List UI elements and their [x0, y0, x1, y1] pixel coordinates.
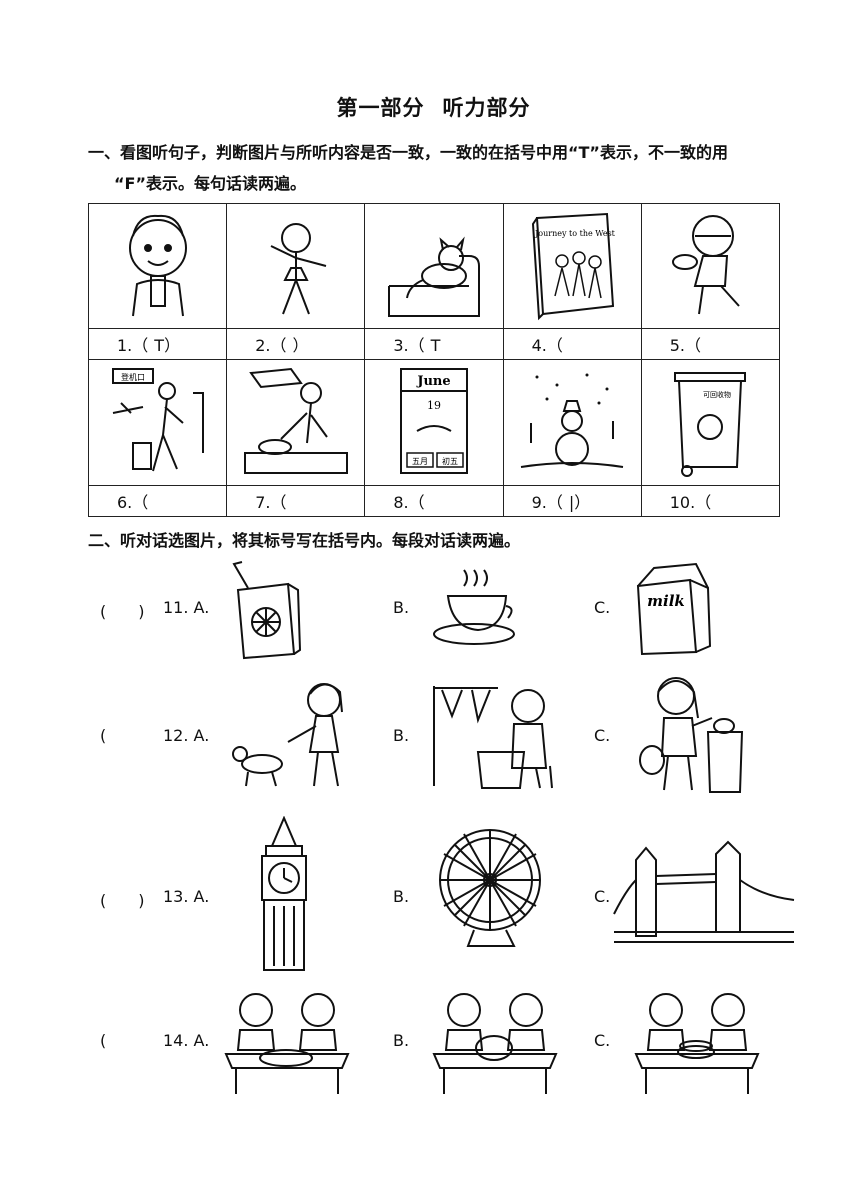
picture-football-player: [640, 203, 781, 329]
trash-girl-icon: [639, 677, 744, 793]
title-part1: 第一部分: [336, 95, 425, 120]
bin-text: 可回收物: [703, 390, 731, 399]
calendar-icon: June 19 五月 初五: [399, 367, 468, 474]
picture-girl-dancing: [226, 203, 366, 329]
item-1-label: 1.（: [117, 336, 149, 355]
section1-instruction-line2: “F”表示。每句话读两遍。: [114, 174, 306, 193]
dancer-icon: [270, 223, 327, 315]
q12-answer-paren[interactable]: (: [100, 726, 107, 745]
page-title: 第一部分听力部分: [0, 92, 867, 122]
item-8: 8.（: [364, 485, 504, 517]
q12-option-b: B.: [393, 726, 410, 745]
cooking-man-icon: [243, 367, 348, 474]
item-6: 6.（: [87, 485, 228, 517]
washing-clothes-icon: [433, 686, 553, 789]
q11-option-c: C.: [594, 598, 611, 617]
item-8-label: 8.（: [393, 493, 425, 512]
tower-bridge-icon: [613, 840, 795, 943]
calendar-month: June: [416, 374, 450, 389]
q11-number: 11. A.: [163, 598, 210, 617]
calendar-cn1: 五月: [412, 457, 428, 466]
listening-grid: Journey to the West 1.（T） 2.（） 3.: [87, 203, 781, 517]
item-9-close: ）: [574, 493, 591, 512]
q14-option-b: B.: [393, 1031, 410, 1050]
item-9: 9.（ |）: [502, 485, 642, 517]
item-1-close: ）: [164, 336, 181, 355]
item-3-label: 3.（: [393, 336, 425, 355]
item-1: 1.（ T）: [87, 328, 228, 360]
sign-text: 登机口: [121, 372, 145, 382]
picture-boy-pencils: [87, 203, 228, 329]
tea-cup-icon: [433, 569, 515, 645]
snowman-icon: [521, 373, 624, 468]
title-part2: 听力部分: [442, 95, 531, 120]
item-6-label: 6.（: [117, 493, 149, 512]
football-player-icon: [672, 215, 741, 315]
item-3-answer[interactable]: T: [430, 336, 441, 355]
q14-option-c: C.: [594, 1031, 611, 1050]
juice-box-icon: [232, 561, 302, 660]
q11-answer-paren[interactable]: ( ): [100, 602, 145, 621]
big-ben-icon: [261, 816, 307, 971]
kids-eating-pancakes-icon: [634, 993, 760, 1094]
picture-snowman: [502, 359, 642, 486]
item-5: 5.（: [640, 328, 781, 360]
walking-dog-icon: [232, 683, 343, 787]
book-icon: Journey to the West: [532, 212, 616, 321]
q13-option-c: C.: [594, 887, 611, 906]
picture-recycle-bin: 可回收物: [640, 359, 781, 486]
item-2-close: ）: [292, 336, 309, 355]
section2-instruction: 二、听对话选图片，将其标号写在括号内。每段对话读两遍。: [88, 531, 521, 550]
item-3: 3.（ T: [364, 328, 504, 360]
picture-cooking: [226, 359, 366, 486]
milk-text: milk: [647, 592, 685, 610]
q14-number: 14. A.: [163, 1031, 210, 1050]
item-9-answer[interactable]: |: [568, 493, 575, 512]
q13-answer-paren[interactable]: ( ): [100, 891, 145, 910]
item-7: 7.（: [226, 485, 366, 517]
item-4-label: 4.（: [531, 336, 563, 355]
kids-eating-turkey-icon: [432, 993, 558, 1094]
picture-airport: 登机口: [87, 359, 228, 486]
item-7-label: 7.（: [255, 493, 287, 512]
item-2-label: 2.（: [255, 336, 287, 355]
item-9-label: 9.（: [531, 493, 563, 512]
item-1-answer[interactable]: T: [154, 336, 165, 355]
calendar-cn2: 初五: [442, 456, 458, 466]
cat-icon: [387, 236, 480, 317]
section1-instruction-line1: 一、看图听句子，判断图片与所听内容是否一致，一致的在括号中用“T”表示，不一致的…: [88, 143, 728, 162]
recycle-bin-icon: 可回收物: [674, 371, 747, 477]
item-4: 4.（: [502, 328, 642, 360]
q12-number: 12. A.: [163, 726, 210, 745]
kids-eating-dumplings-icon: [224, 993, 350, 1094]
picture-book: Journey to the West: [502, 203, 642, 329]
milk-carton-icon: milk: [636, 562, 712, 656]
picture-cat-sofa: [364, 203, 504, 329]
q13-number: 13. A.: [163, 887, 210, 906]
picture-calendar: June 19 五月 初五: [364, 359, 504, 486]
ferris-wheel-icon: [439, 829, 541, 947]
q11-option-b: B.: [393, 598, 410, 617]
item-2: 2.（ ）: [226, 328, 366, 360]
calendar-day: 19: [427, 399, 441, 412]
q12-option-c: C.: [594, 726, 611, 745]
q14-answer-paren[interactable]: (: [100, 1031, 107, 1050]
item-10: 10.（: [640, 485, 781, 517]
boy-icon: [128, 214, 187, 317]
item-5-label: 5.（: [669, 336, 702, 355]
airport-traveler-icon: 登机口: [111, 367, 204, 471]
item-10-label: 10.（: [669, 493, 712, 512]
book-title-text: Journey to the West: [534, 229, 616, 238]
q13-option-b: B.: [393, 887, 410, 906]
